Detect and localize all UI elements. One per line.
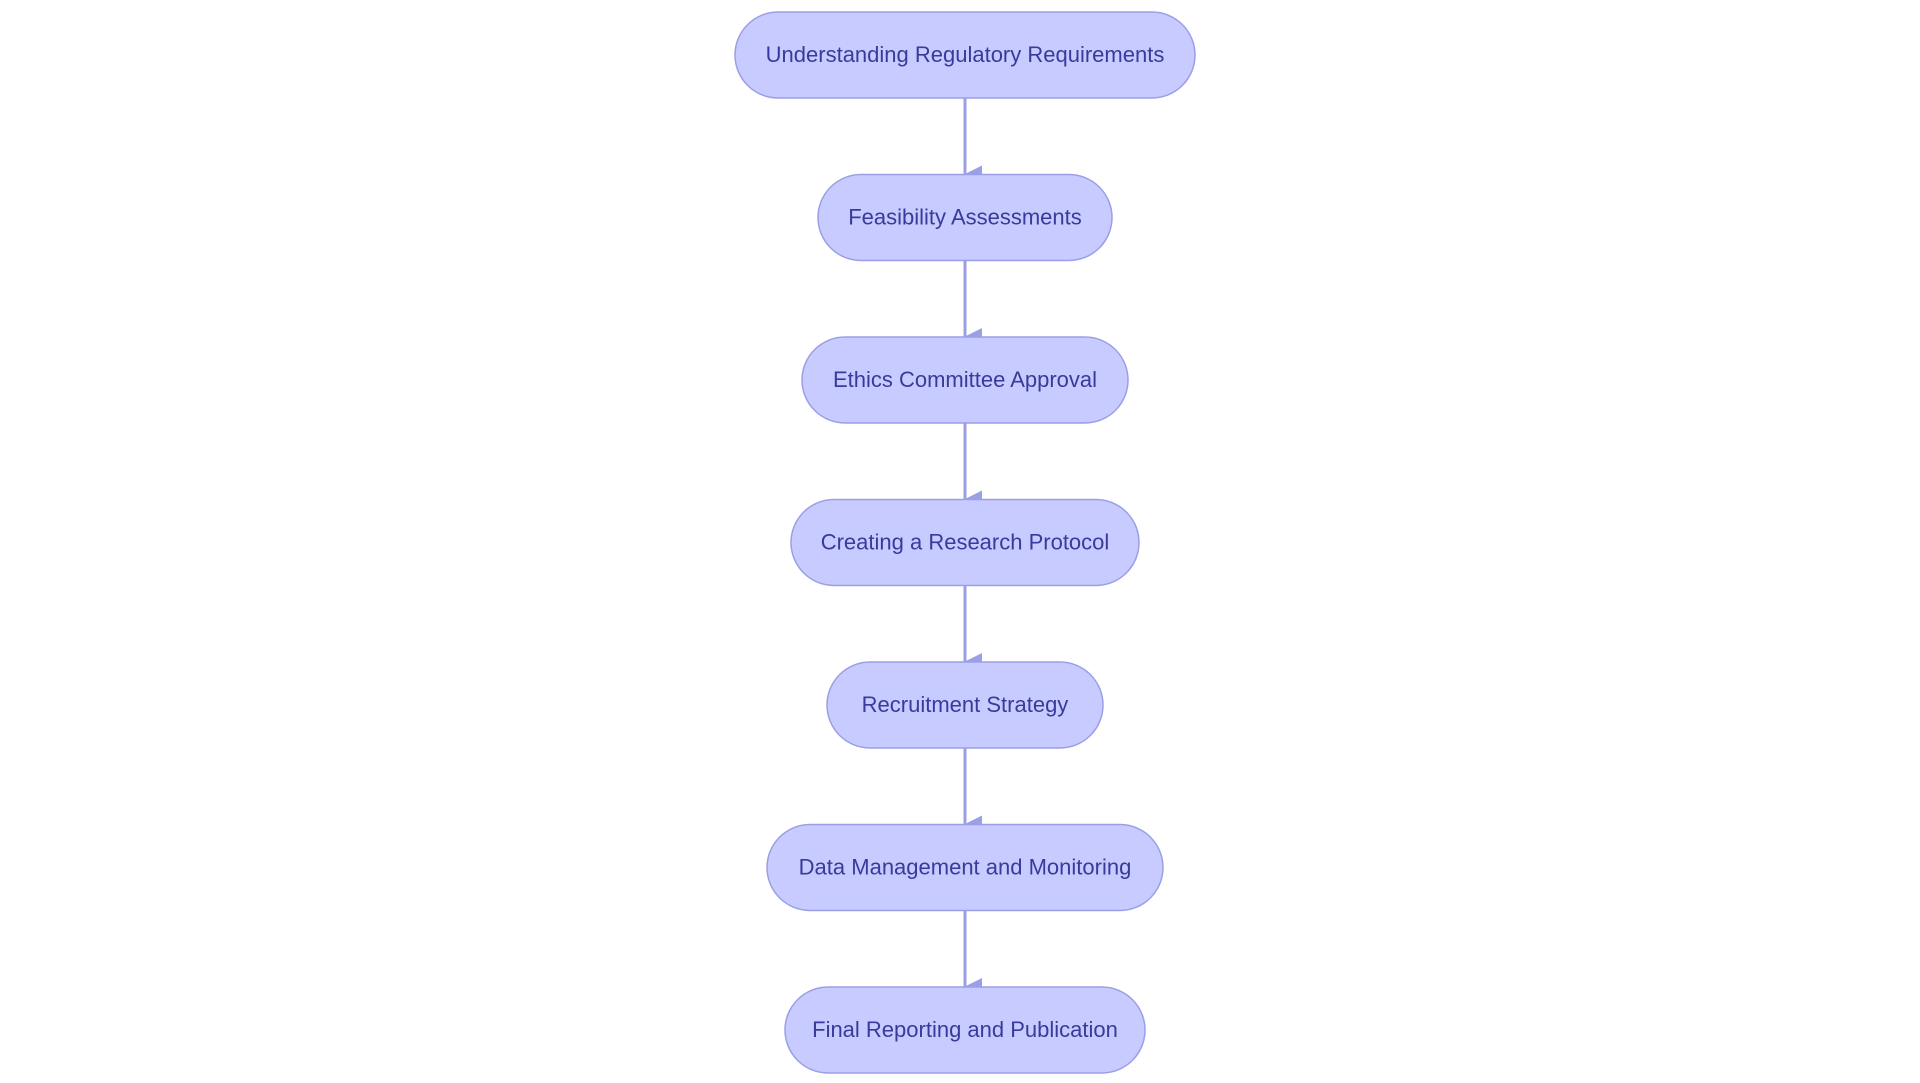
flow-step-box bbox=[826, 661, 1104, 749]
flow-step-label: Feasibility Assessments bbox=[848, 204, 1082, 229]
flow-step-node: Final Reporting and Publication bbox=[784, 986, 1146, 1074]
flow-step-node: Data Management and Monitoring bbox=[766, 823, 1164, 912]
flow-step-box bbox=[766, 823, 1164, 912]
flow-step-label: Creating a Research Protocol bbox=[821, 529, 1110, 554]
flow-step-label: Understanding Regulatory Requirements bbox=[766, 42, 1165, 67]
flow-step-label: Final Reporting and Publication bbox=[812, 1017, 1118, 1042]
flow-step-box bbox=[784, 986, 1146, 1074]
flow-step-label: Ethics Committee Approval bbox=[833, 367, 1097, 392]
flow-step-box bbox=[790, 498, 1140, 587]
flow-step-node: Ethics Committee Approval bbox=[801, 336, 1129, 424]
flow-step-box bbox=[817, 173, 1113, 262]
flow-step-label: Data Management and Monitoring bbox=[799, 854, 1132, 879]
flow-step-box bbox=[734, 11, 1196, 99]
flow-step-label: Recruitment Strategy bbox=[862, 692, 1069, 717]
flow-step-node: Feasibility Assessments bbox=[817, 173, 1113, 262]
flow-step-node: Creating a Research Protocol bbox=[790, 498, 1140, 587]
flow-step-node: Recruitment Strategy bbox=[826, 661, 1104, 749]
flow-step-node: Understanding Regulatory Requirements bbox=[734, 11, 1196, 99]
flowchart-nodes: Understanding Regulatory RequirementsFea… bbox=[734, 11, 1196, 1074]
flow-step-box bbox=[801, 336, 1129, 424]
